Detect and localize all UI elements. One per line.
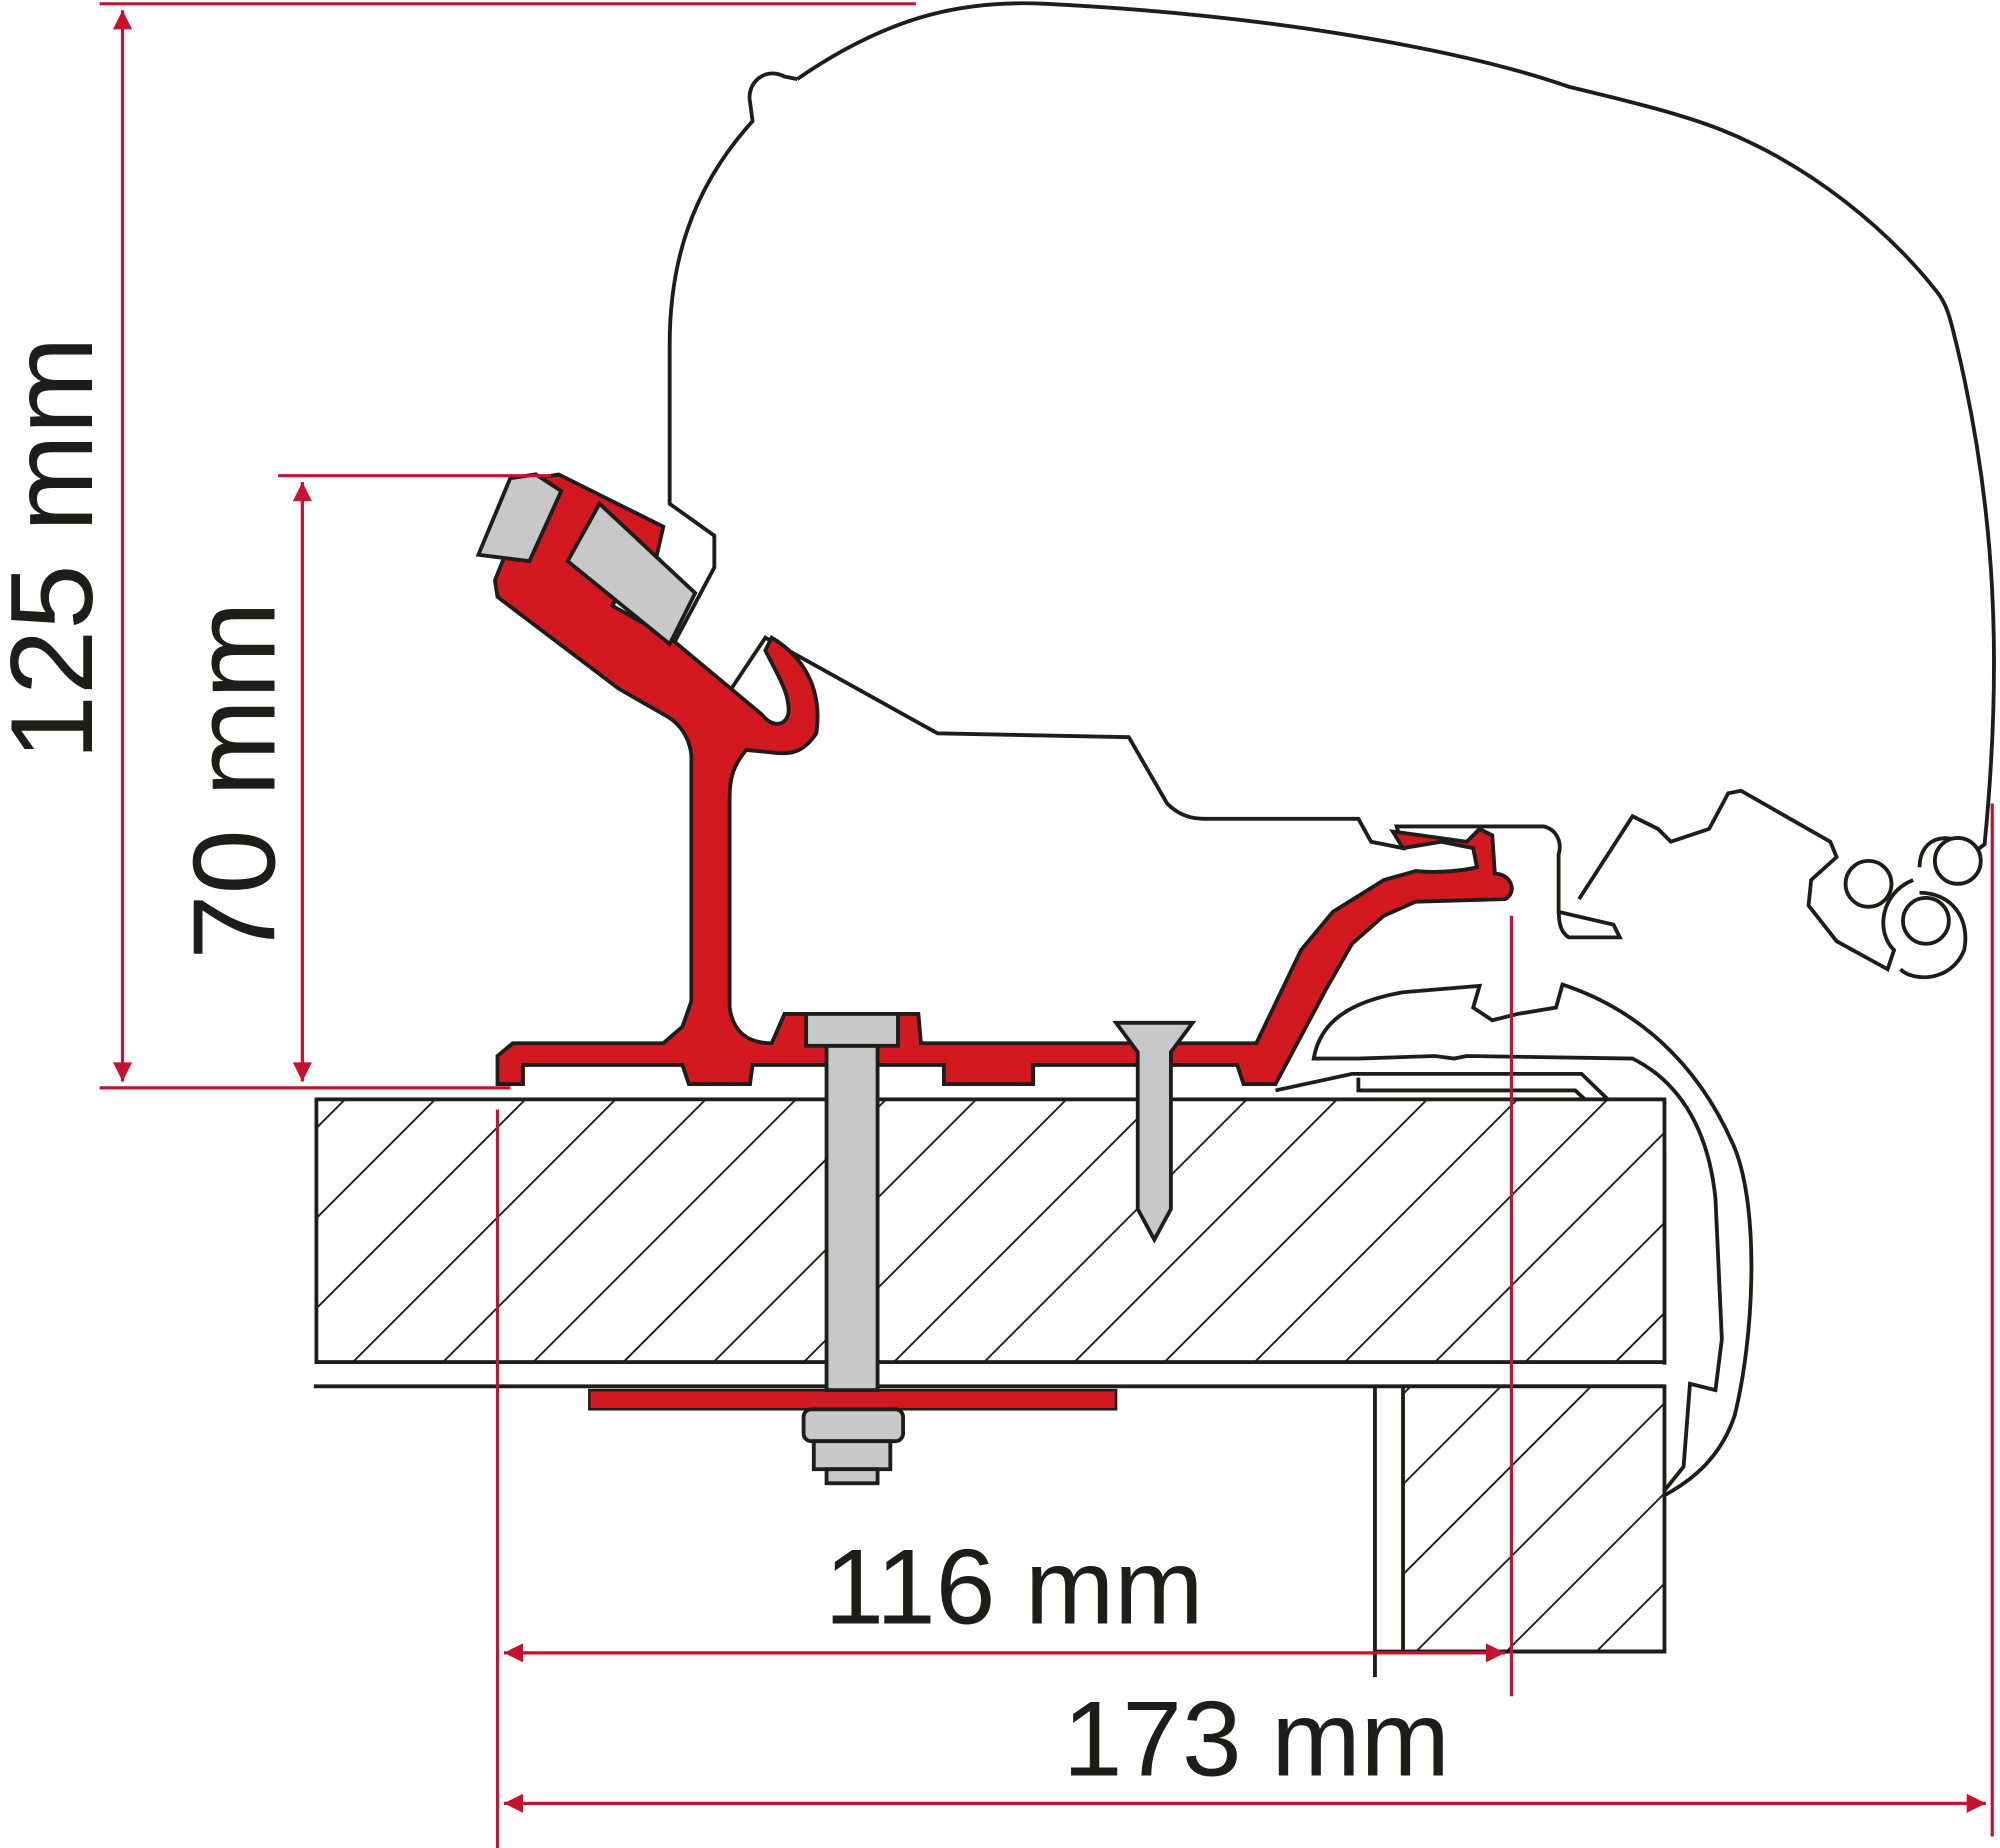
through-bolt-nut — [801, 1407, 905, 1444]
wall-block-hatched — [1401, 1384, 1667, 1654]
through-bolt-shaft — [824, 1043, 880, 1393]
awning-casing-outline — [667, 1, 1996, 940]
tension-nut — [475, 472, 564, 564]
tension-bolt — [565, 500, 698, 648]
dimension-label-adapter-height: 70 mm — [168, 601, 299, 960]
dimension-label-total-width: 173 mm — [1063, 1678, 1450, 1798]
dimension-lines — [99, 2, 1994, 1848]
through-bolt-head — [804, 1011, 900, 1048]
backing-plate — [588, 1388, 1118, 1411]
wood-screw — [1112, 1020, 1197, 1244]
awning-roller-circle — [1901, 895, 1951, 946]
through-bolt-washer — [811, 1439, 893, 1472]
dimension-label-inner-width: 116 mm — [825, 1527, 1204, 1647]
wall-rail-profile — [1311, 982, 1754, 1501]
awning-roller-circle — [1843, 858, 1894, 909]
dimension-label-total-height: 125 mm — [0, 336, 117, 760]
wall-panel-hatched — [314, 1097, 1667, 1364]
through-bolt-end — [824, 1467, 880, 1486]
awning-profile-detail — [1577, 788, 1968, 980]
awning-roller-circle — [1932, 836, 1983, 886]
